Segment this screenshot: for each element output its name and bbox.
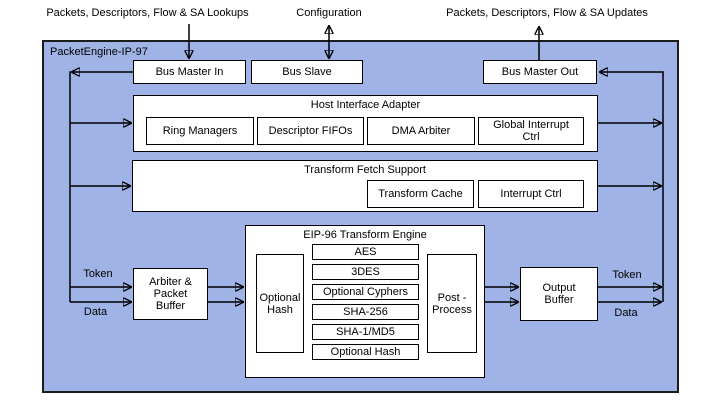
group-host-interface-adapter: Host Interface Adapter Ring Managers Des…: [133, 95, 598, 152]
block-global-interrupt-ctrl: Global Interrupt Ctrl: [478, 117, 584, 145]
host-interface-adapter-title: Host Interface Adapter: [310, 99, 421, 111]
block-output-buffer: Output Buffer: [520, 267, 598, 321]
label-token-out: Token: [612, 269, 642, 281]
block-dma-arbiter: DMA Arbiter: [367, 117, 475, 145]
label-data-in: Data: [83, 306, 108, 318]
block-optional-cyphers: Optional Cyphers: [312, 284, 419, 300]
block-aes: AES: [312, 244, 419, 260]
block-post-process: Post - Process: [427, 254, 477, 353]
label-data-out: Data: [614, 307, 638, 319]
block-bus-slave: Bus Slave: [251, 60, 363, 84]
label-sa-lookups: Packets, Descriptors, Flow & SA Lookups: [46, 7, 249, 19]
label-token-in: Token: [83, 268, 113, 280]
block-optional-hash-input: Optional Hash: [256, 254, 304, 353]
group-transform-fetch-support: Transform Fetch Support Transform Cache …: [132, 160, 598, 212]
block-bus-master-out: Bus Master Out: [483, 60, 597, 84]
block-3des: 3DES: [312, 264, 419, 280]
block-transform-cache: Transform Cache: [367, 180, 474, 208]
label-configuration: Configuration: [296, 7, 362, 19]
block-optional-hash-stage: Optional Hash: [312, 344, 419, 360]
block-sha-256: SHA-256: [312, 304, 419, 320]
block-interrupt-ctrl: Interrupt Ctrl: [478, 180, 584, 208]
block-sha1-md5: SHA-1/MD5: [312, 324, 419, 340]
block-arbiter-packet-buffer: Arbiter & Packet Buffer: [133, 268, 208, 320]
block-bus-master-in: Bus Master In: [133, 60, 246, 84]
block-descriptor-fifos: Descriptor FIFOs: [257, 117, 364, 145]
group-eip96-transform-engine: EIP-96 Transform Engine Optional Hash AE…: [245, 225, 485, 378]
transform-fetch-support-title: Transform Fetch Support: [304, 164, 426, 176]
block-ring-managers: Ring Managers: [146, 117, 254, 145]
label-sa-updates: Packets, Descriptors, Flow & SA Updates: [446, 7, 648, 19]
chip-title: PacketEngine-IP-97: [50, 46, 148, 58]
eip96-title: EIP-96 Transform Engine: [303, 229, 427, 241]
